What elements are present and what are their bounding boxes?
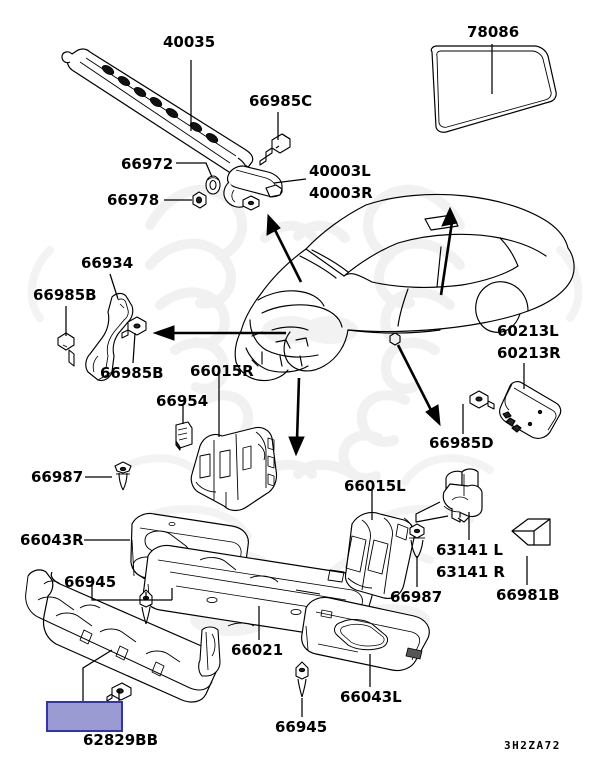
part-66015L-shape — [344, 511, 416, 599]
vehicle-body-outline — [234, 193, 575, 382]
part-label-66987-left[interactable]: 66987 — [31, 468, 84, 486]
part-66985D-shape — [469, 390, 495, 410]
part-label-66985B-lower[interactable]: 66985B — [100, 364, 164, 382]
part-62829BB-shape — [106, 682, 132, 702]
part-66985B-left-shape — [57, 332, 75, 367]
part-label-40035[interactable]: 40035 — [163, 33, 216, 51]
part-label-66985D[interactable]: 66985D — [429, 434, 494, 452]
part-label-66985B-upper[interactable]: 66985B — [33, 286, 97, 304]
part-label-60213L[interactable]: 60213L — [497, 322, 559, 340]
part-66015R-shape — [190, 426, 278, 512]
diagram-code: 3H2ZA72 — [504, 739, 561, 752]
callout-arrows — [152, 206, 458, 457]
part-66043L-shape — [301, 596, 430, 672]
part-label-40003R[interactable]: 40003R — [309, 184, 373, 202]
part-label-60213R[interactable]: 60213R — [497, 344, 561, 362]
part-label-66934[interactable]: 66934 — [81, 254, 134, 272]
part-66987-right-shape — [409, 523, 425, 559]
part-label-40003L[interactable]: 40003L — [309, 162, 371, 180]
part-66978-shape — [192, 191, 207, 209]
part-40003-shape — [223, 165, 283, 211]
part-66954-shape — [175, 421, 193, 451]
part-label-66015L[interactable]: 66015L — [344, 477, 406, 495]
part-66972-shape — [205, 175, 221, 195]
part-66945-right-shape — [295, 661, 309, 698]
part-66934-shape — [85, 292, 134, 382]
part-label-66987-right[interactable]: 66987 — [390, 588, 443, 606]
part-label-66015R[interactable]: 66015R — [190, 362, 254, 380]
part-label-66945-right[interactable]: 66945 — [275, 718, 328, 736]
part-air-dam-shape — [25, 569, 219, 703]
selected-part-highlight[interactable] — [46, 701, 123, 732]
part-label-63141R[interactable]: 63141 R — [436, 563, 505, 581]
part-label-66954[interactable]: 66954 — [156, 392, 209, 410]
part-label-66985C[interactable]: 66985C — [249, 92, 313, 110]
part-label-66978[interactable]: 66978 — [107, 191, 160, 209]
part-label-66043L[interactable]: 66043L — [340, 688, 402, 706]
part-air-dam-tab-shape — [198, 626, 221, 677]
part-label-78086[interactable]: 78086 — [467, 23, 520, 41]
part-label-66945-left[interactable]: 66945 — [64, 573, 117, 591]
part-66981B-shape — [511, 518, 551, 546]
leader-lines — [65, 44, 528, 730]
part-label-66043R[interactable]: 66043R — [20, 531, 84, 549]
part-label-63141L[interactable]: 63141 L — [436, 541, 503, 559]
part-66985C-shape — [259, 133, 291, 166]
part-label-66981B[interactable]: 66981B — [496, 586, 560, 604]
part-label-66972[interactable]: 66972 — [121, 155, 174, 173]
part-label-66021[interactable]: 66021 — [231, 641, 284, 659]
part-60213-shape — [499, 381, 562, 439]
part-78086-shape — [430, 45, 557, 133]
part-63141-shape — [415, 468, 483, 523]
part-66985B-right-shape — [121, 316, 147, 339]
part-label-62829BB[interactable]: 62829BB — [83, 731, 159, 749]
part-66987-left-shape — [114, 461, 132, 491]
